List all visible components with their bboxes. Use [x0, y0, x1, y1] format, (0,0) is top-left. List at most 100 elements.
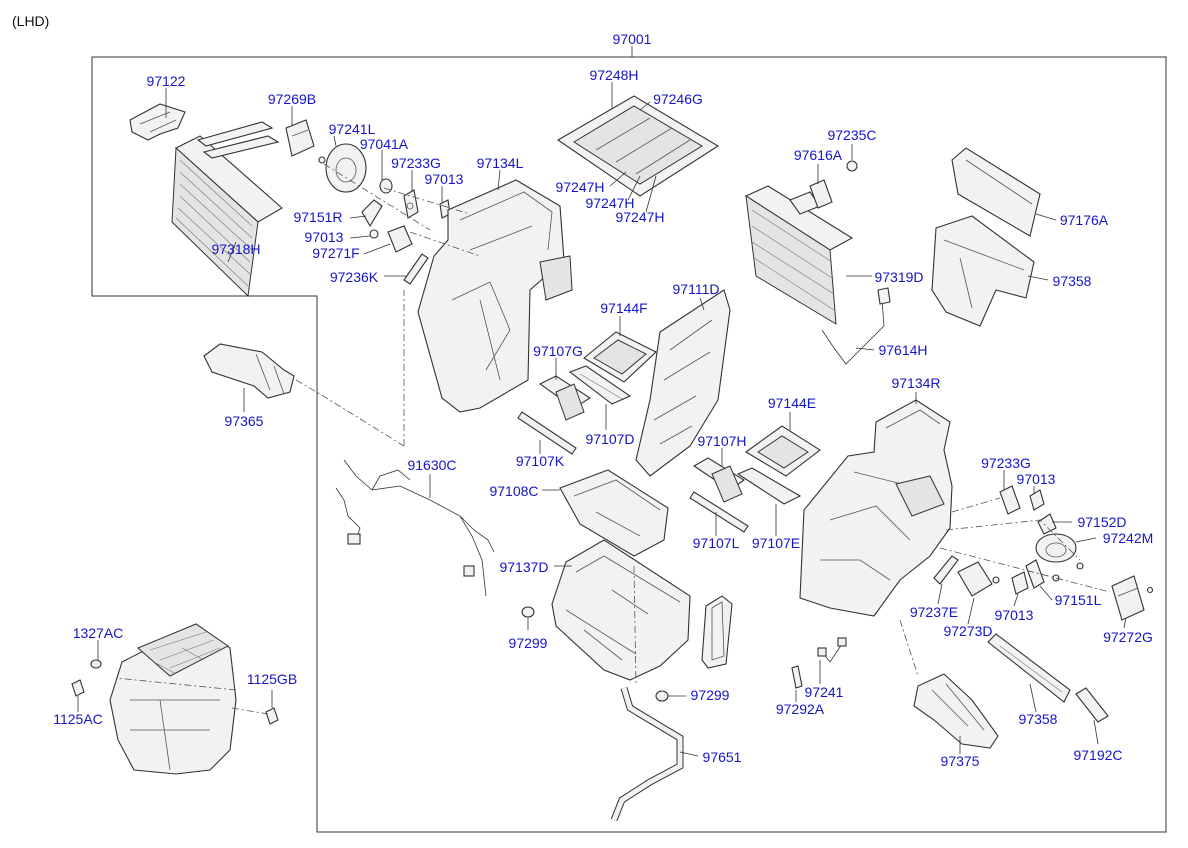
label-97107D: 97107D	[585, 431, 634, 447]
label-97241L: 97241L	[329, 121, 376, 137]
label-97248H: 97248H	[589, 67, 638, 83]
label-97233G-top: 97233G	[391, 155, 441, 171]
part-door-97107D	[568, 365, 632, 405]
part-motor-97242M	[1035, 533, 1084, 570]
alignment-dashed-lines	[115, 163, 1111, 715]
label-97247H-c: 97247H	[615, 209, 664, 225]
label-97358-b: 97358	[1019, 711, 1058, 727]
label-97013-c: 97013	[1017, 471, 1056, 487]
label-97134L: 97134L	[477, 155, 524, 171]
label-97272G: 97272G	[1103, 629, 1153, 645]
part-sensor-97241	[817, 637, 847, 663]
label-97151L: 97151L	[1055, 592, 1102, 608]
part-duct-97358-top	[931, 215, 1035, 327]
part-link-97233G-right	[999, 485, 1021, 515]
label-97233G-right: 97233G	[981, 455, 1031, 471]
part-sensor-97616A	[809, 160, 858, 209]
label-97358-a: 97358	[1053, 273, 1092, 289]
part-drain-hose-97651	[610, 686, 684, 822]
label-1125GB: 1125GB	[247, 671, 297, 687]
label-97122: 97122	[147, 73, 186, 89]
part-screw-97292A	[791, 665, 803, 689]
part-door-97107H	[692, 457, 745, 503]
label-97247H-a: 97247H	[555, 179, 604, 195]
label-97269B: 97269B	[268, 91, 316, 107]
part-door-97107G	[538, 375, 592, 421]
label-97235C: 97235C	[827, 127, 876, 143]
label-97107K: 97107K	[516, 453, 565, 469]
label-97144E: 97144E	[768, 395, 816, 411]
label-97108C: 97108C	[489, 483, 538, 499]
part-harness-91630C	[335, 459, 495, 597]
part-clip-97192C	[1075, 687, 1109, 723]
part-bracket-97122	[129, 103, 186, 141]
label-97299-b: 97299	[691, 687, 730, 703]
label-97013-b: 97013	[305, 229, 344, 245]
label-97107G: 97107G	[533, 343, 583, 359]
label-97013-d: 97013	[995, 607, 1034, 623]
part-heater-core-97318H	[171, 121, 283, 298]
part-seal-ring	[701, 595, 733, 669]
label-97271F: 97271F	[312, 245, 359, 261]
part-tray-97108C	[559, 469, 669, 557]
label-97107L: 97107L	[693, 535, 740, 551]
part-actuator-97272G	[1111, 575, 1154, 621]
part-divider-97111D	[635, 289, 731, 477]
leader-lines	[77, 46, 1127, 757]
part-clip-97013-right	[1029, 489, 1045, 511]
part-labels: 97001 97122 97269B 97241L 97041A 97233G …	[53, 31, 1153, 769]
orientation-label: (LHD)	[12, 13, 49, 29]
label-97318H: 97318H	[211, 241, 260, 257]
label-97365: 97365	[225, 413, 264, 429]
label-97111D: 97111D	[673, 281, 720, 297]
label-97246G: 97246G	[653, 91, 703, 107]
part-rod-97236K	[403, 253, 429, 285]
label-97375: 97375	[941, 753, 980, 769]
label-97247H-b: 97247H	[585, 195, 634, 211]
label-97241: 97241	[805, 684, 844, 700]
label-97107E: 97107E	[752, 535, 800, 551]
label-97107H: 97107H	[697, 433, 746, 449]
part-duct-97365	[203, 343, 295, 399]
part-case-97134R	[799, 399, 953, 617]
label-97616A: 97616A	[794, 147, 843, 163]
part-sensor-wire-97614H	[821, 287, 891, 365]
part-actuator-97269B	[285, 119, 315, 157]
label-97299-a: 97299	[509, 635, 548, 651]
part-case-97134L	[417, 179, 573, 413]
part-motor-97241L	[318, 143, 367, 193]
part-shaft-97107K	[517, 411, 577, 455]
label-97237E: 97237E	[910, 604, 958, 620]
label-97041A: 97041A	[360, 136, 409, 152]
part-door-97107E	[736, 467, 802, 505]
label-97614H: 97614H	[878, 342, 927, 358]
label-97273D: 97273D	[943, 623, 992, 639]
part-actuator-97271F	[387, 225, 413, 253]
part-link-97233G-left	[403, 189, 419, 219]
part-duct-97358-lower	[987, 633, 1071, 703]
part-duct-97375	[913, 673, 999, 749]
part-filter-97144E	[745, 425, 821, 477]
label-97144F: 97144F	[600, 300, 647, 316]
label-97151R: 97151R	[293, 209, 342, 225]
label-97292A: 97292A	[776, 701, 825, 717]
label-97176A: 97176A	[1060, 212, 1109, 228]
part-rod-97237E	[933, 555, 959, 585]
part-clip-97013-left	[369, 229, 379, 239]
label-97236K: 97236K	[330, 269, 379, 285]
part-cover-97176A	[951, 147, 1041, 237]
part-grommet-97299-left	[521, 606, 535, 618]
label-1327AC: 1327AC	[73, 625, 124, 641]
label-97319D: 97319D	[874, 269, 923, 285]
part-lever-97151L	[1025, 559, 1060, 589]
label-97651: 97651	[703, 749, 742, 765]
part-evaporator-97319D	[744, 185, 854, 325]
part-clip-97013-lower	[1011, 571, 1029, 595]
label-91630C: 91630C	[407, 457, 456, 473]
part-filter-frame-97246G	[556, 95, 720, 197]
label-97134R: 97134R	[891, 375, 940, 391]
label-97242M: 97242M	[1103, 530, 1154, 546]
part-lever-97152D	[1037, 513, 1057, 535]
part-lower-case-97137D	[551, 539, 691, 681]
